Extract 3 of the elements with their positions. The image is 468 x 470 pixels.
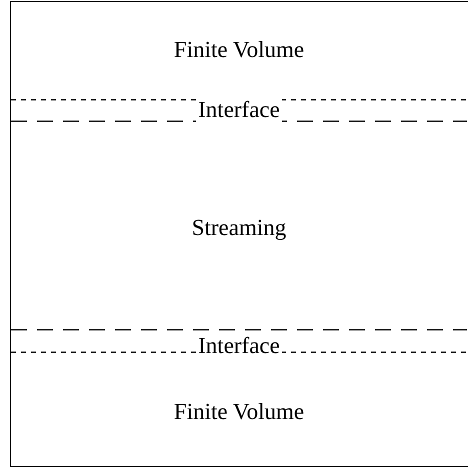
domain-box [10, 1, 468, 467]
region-label: Interface [196, 97, 282, 122]
interface-band [11, 99, 467, 122]
